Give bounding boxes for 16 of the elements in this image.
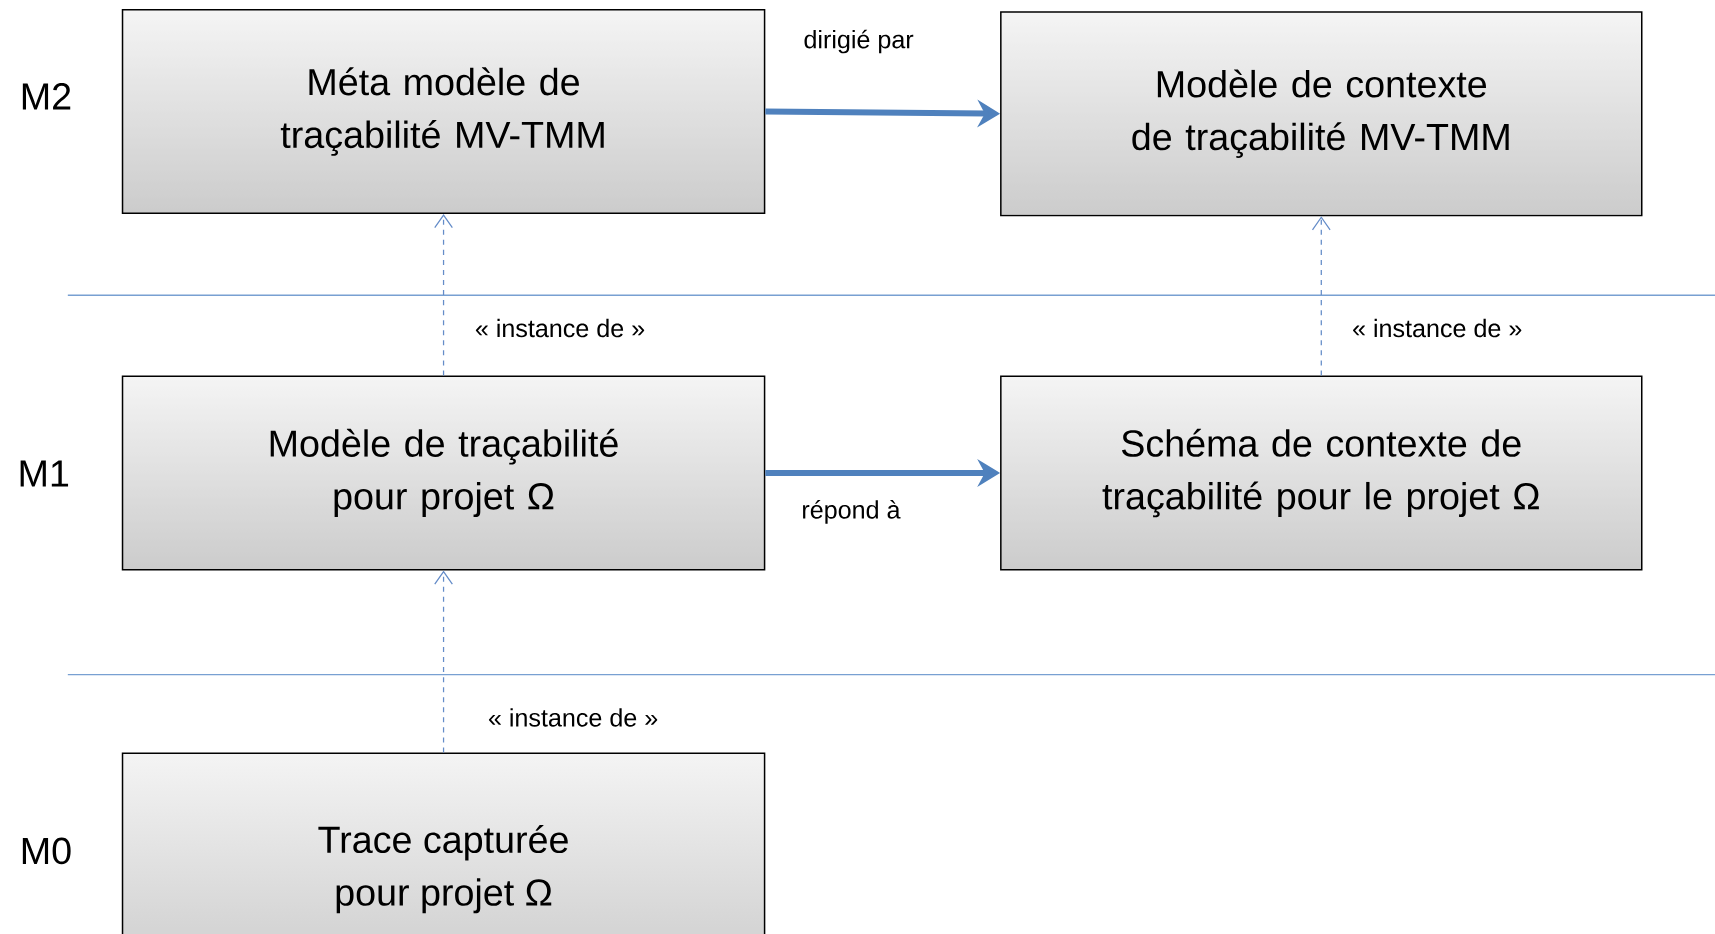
edge-label: « instance de » (472, 316, 648, 340)
process-box: Modèle de traçabilité pour projet Ω (121, 375, 766, 571)
edge-label: répond à (798, 497, 904, 527)
level-label: M2 (22, 83, 71, 110)
level-label: M1 (20, 460, 69, 487)
edge-label: « instance de » (485, 705, 661, 730)
edge-label: dirigié par (800, 27, 917, 56)
arrow (434, 214, 453, 377)
process-box: Méta modèle de traçabilité MV-TMM (121, 9, 766, 214)
edge-label: « instance de » (1349, 316, 1525, 340)
arrow (434, 570, 453, 754)
arrow (1311, 216, 1331, 377)
process-box: Trace capturée pour projet Ω (121, 752, 766, 934)
process-box: Schéma de contexte de traçabilité pour le projet Ω (1000, 375, 1643, 571)
process-box: Modèle de contexte de traçabilité MV-TMM (1000, 11, 1643, 217)
level-label: M0 (22, 837, 71, 865)
